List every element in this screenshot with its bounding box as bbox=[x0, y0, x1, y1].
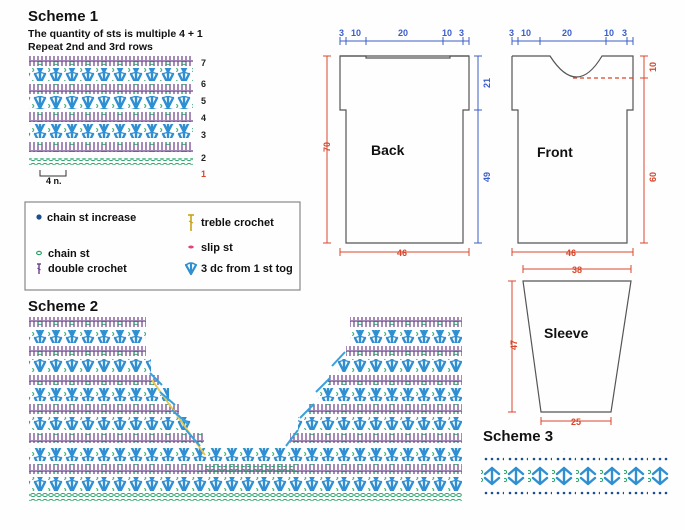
front-width-dimension-line bbox=[511, 248, 634, 256]
scheme1-row-6 bbox=[29, 68, 193, 81]
three-dc-icon bbox=[184, 261, 198, 276]
scheme2-neck-edge-left bbox=[149, 372, 201, 447]
legend-slip-st: slip st bbox=[201, 242, 233, 254]
row-number-7: 7 bbox=[201, 58, 206, 68]
back-dim-right-edge: 3 bbox=[459, 28, 464, 38]
row-number-2: 2 bbox=[201, 153, 206, 163]
row-number-3: 3 bbox=[201, 130, 206, 140]
front-dim-right-edge: 3 bbox=[622, 28, 627, 38]
scheme2-chart bbox=[29, 317, 462, 501]
scheme1-row-2 bbox=[29, 124, 193, 138]
scheme1-row-4 bbox=[29, 96, 193, 109]
front-piece bbox=[511, 55, 634, 244]
scheme2-foundation-chain bbox=[29, 493, 462, 501]
scheme1-row-1 bbox=[29, 142, 193, 152]
chain-increase-icon bbox=[36, 214, 42, 220]
legend-chain-st: chain st bbox=[48, 248, 90, 260]
back-dim-body: 49 bbox=[482, 172, 492, 182]
sleeve-label: Sleeve bbox=[544, 325, 589, 341]
legend-treble-crochet: treble crochet bbox=[201, 217, 274, 229]
scheme1-title: Scheme 1 bbox=[28, 8, 99, 25]
chain-st-icon bbox=[35, 250, 43, 256]
sleeve-bottom-dimension-line bbox=[540, 417, 612, 425]
back-top-dimension-line bbox=[339, 37, 470, 45]
front-label: Front bbox=[537, 144, 573, 160]
front-dim-left-edge: 3 bbox=[509, 28, 514, 38]
front-dim-neck-depth: 10 bbox=[648, 62, 658, 72]
sleeve-top-dimension-line bbox=[522, 265, 632, 273]
scheme1-foundation-chain bbox=[29, 158, 193, 165]
legend-double-crochet: double crochet bbox=[48, 263, 127, 275]
front-dim-left-shoulder: 10 bbox=[521, 28, 531, 38]
scheme1-row-5 bbox=[29, 84, 193, 94]
row-number-5: 5 bbox=[201, 96, 206, 106]
scheme1-note-multiple: The quantity of sts is multiple 4 + 1 bbox=[28, 28, 203, 40]
front-top-dimension-line bbox=[511, 37, 634, 45]
row-number-1: 1 bbox=[201, 169, 206, 179]
back-dim-left-edge: 3 bbox=[339, 28, 344, 38]
back-dim-neck: 20 bbox=[398, 28, 408, 38]
back-dim-left-shoulder: 10 bbox=[351, 28, 361, 38]
treble-crochet-icon bbox=[188, 214, 194, 231]
legend-box bbox=[24, 201, 301, 291]
back-dim-width: 46 bbox=[397, 248, 407, 258]
scheme2-base-fan-row bbox=[29, 477, 462, 491]
sleeve-dim-bottom: 25 bbox=[571, 417, 581, 427]
front-side-dimension-line bbox=[640, 55, 648, 244]
double-crochet-icon bbox=[36, 263, 42, 275]
back-dim-height: 70 bbox=[322, 142, 332, 152]
row-number-4: 4 bbox=[201, 113, 206, 123]
back-width-dimension-line bbox=[339, 248, 470, 256]
sleeve-piece bbox=[522, 280, 632, 413]
back-dim-right-shoulder: 10 bbox=[442, 28, 452, 38]
back-side-dimension-line bbox=[474, 55, 482, 244]
back-label: Back bbox=[371, 142, 405, 158]
front-dim-height: 60 bbox=[648, 172, 658, 182]
scheme1-chart bbox=[29, 56, 193, 177]
back-height-dimension-line bbox=[323, 55, 331, 244]
front-dim-neck: 20 bbox=[562, 28, 572, 38]
scheme2-neck-chain bbox=[205, 466, 295, 472]
scheme2-title: Scheme 2 bbox=[28, 298, 99, 315]
sleeve-height-dimension-line bbox=[508, 280, 516, 413]
scheme2-bottom-fan-row bbox=[29, 448, 462, 461]
scheme2-neck-edge-right bbox=[285, 351, 346, 447]
scheme1-note-repeat: Repeat 2nd and 3rd rows bbox=[28, 41, 153, 53]
slip-st-icon bbox=[188, 245, 194, 249]
legend-chain-increase: chain st increase bbox=[47, 212, 136, 224]
scheme1-repeat-label: 4 n. bbox=[46, 176, 62, 186]
front-dim-width: 46 bbox=[566, 248, 576, 258]
scheme3-edging bbox=[481, 451, 669, 496]
back-dim-armhole: 21 bbox=[482, 78, 492, 88]
scheme2-right-panel bbox=[290, 317, 462, 443]
scheme1-row-3 bbox=[29, 112, 193, 122]
front-dim-right-shoulder: 10 bbox=[604, 28, 614, 38]
back-piece bbox=[339, 55, 470, 244]
row-number-6: 6 bbox=[201, 79, 206, 89]
legend-3dc: 3 dc from 1 st tog bbox=[201, 263, 293, 275]
scheme1-row-7 bbox=[29, 56, 193, 66]
sleeve-dim-top: 38 bbox=[572, 265, 582, 275]
sleeve-dim-height: 47 bbox=[509, 340, 519, 350]
scheme3-chart bbox=[481, 451, 669, 496]
scheme2-left-panel bbox=[29, 317, 204, 443]
scheme3-title: Scheme 3 bbox=[483, 428, 554, 445]
